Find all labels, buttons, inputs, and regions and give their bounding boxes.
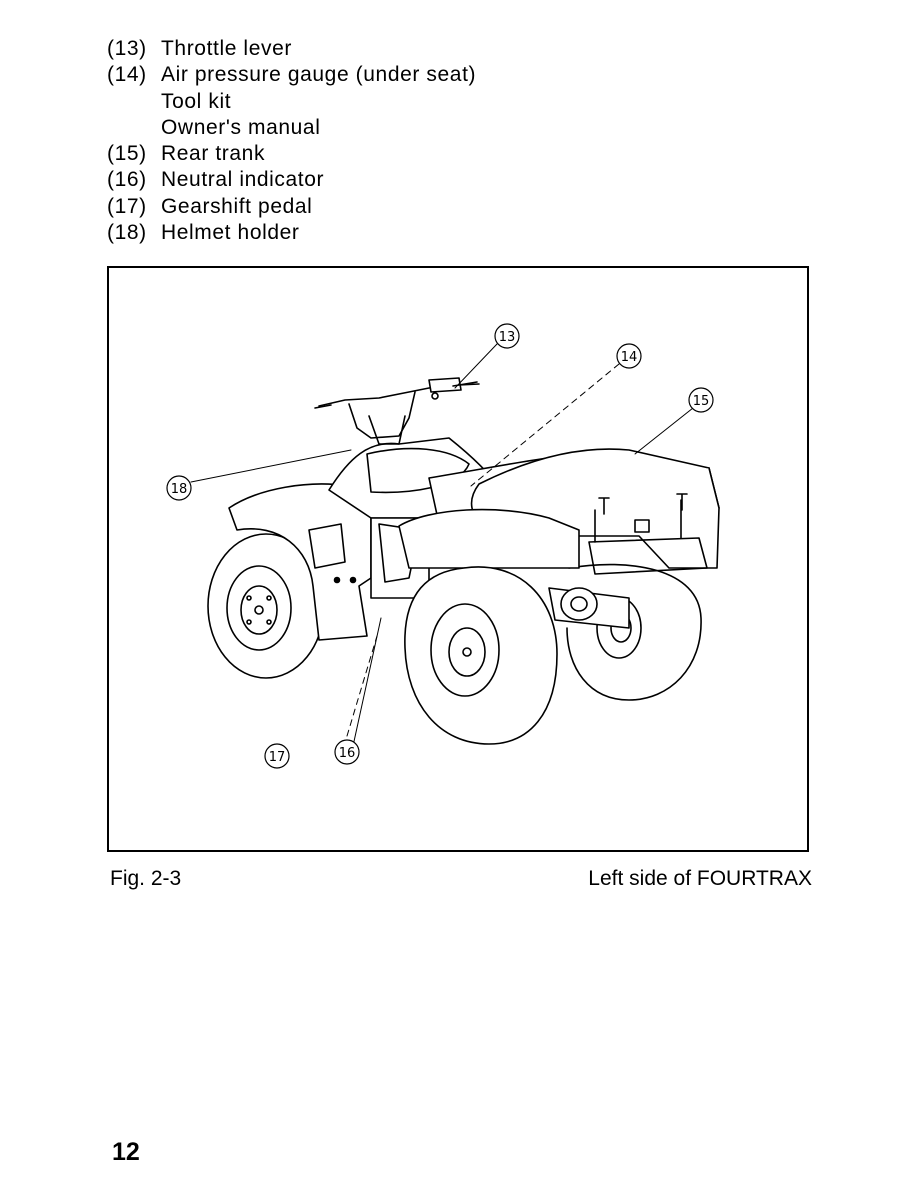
figure-caption-title: Left side of FOURTRAX [588, 867, 812, 890]
legend-label: Throttle lever [161, 37, 292, 60]
rear-left-wheel [398, 508, 580, 745]
callout-circle-16 [334, 739, 360, 765]
legend-number: (17) [107, 194, 147, 218]
legend-number: (16) [107, 168, 147, 192]
atv-figure: 13 14 15 16 17 18 [107, 266, 809, 852]
legend-item-15: (15) Rear trank [107, 141, 707, 167]
legend-number: (13) [107, 37, 147, 60]
legend-label: Gearshift pedal [161, 194, 313, 218]
parts-legend: (13) Throttle lever (14) Air pressure ga… [107, 36, 707, 246]
muffler [548, 587, 630, 629]
figure-caption-number: Fig. 2-3 [110, 867, 182, 890]
legend-label: Rear trank [161, 142, 266, 166]
front-wheel [207, 533, 325, 679]
legend-number: (15) [107, 142, 147, 166]
legend-label: Air pressure gauge (under seat) [161, 63, 477, 87]
atv-left-side-illustration: 13 14 15 16 17 18 [166, 323, 720, 769]
legend-item-14: (14) Air pressure gauge (under seat) [107, 62, 707, 88]
legend-item-18: (18) Helmet holder [107, 220, 707, 246]
callout-markers: 13 14 15 16 17 18 [166, 323, 714, 769]
callout-label-14: 14 [621, 350, 638, 365]
legend-label: Owner's manual [161, 115, 321, 139]
callout-label-18: 18 [171, 482, 188, 497]
legend-label: Tool kit [161, 89, 232, 113]
callout-label-13: 13 [499, 330, 516, 345]
callout-circle-13 [494, 323, 520, 349]
legend-item-17: (17) Gearshift pedal [107, 194, 707, 220]
callout-label-17: 17 [269, 750, 286, 765]
legend-number: (18) [107, 221, 147, 245]
callout-circle-14 [616, 343, 642, 369]
front-fender [228, 483, 372, 641]
page-number: 12 [112, 1138, 140, 1166]
callout-circle-17 [264, 743, 290, 769]
legend-item-tool-kit: Tool kit [107, 89, 707, 115]
callout-circle-18 [166, 475, 192, 501]
legend-label: Helmet holder [161, 221, 300, 245]
leader-lines [190, 343, 694, 747]
rear-trunk [470, 448, 720, 575]
legend-number: (14) [107, 63, 147, 87]
handlebar [314, 377, 480, 445]
legend-item-16: (16) Neutral indicator [107, 167, 707, 193]
rear-right-wheel [566, 563, 702, 701]
callout-circle-15 [688, 387, 714, 413]
legend-item-13: (13) Throttle lever [107, 36, 707, 62]
legend-label: Neutral indicator [161, 168, 325, 192]
callout-label-16: 16 [339, 746, 356, 761]
callout-label-15: 15 [693, 394, 710, 409]
legend-item-owners-manual: Owner's manual [107, 115, 707, 141]
